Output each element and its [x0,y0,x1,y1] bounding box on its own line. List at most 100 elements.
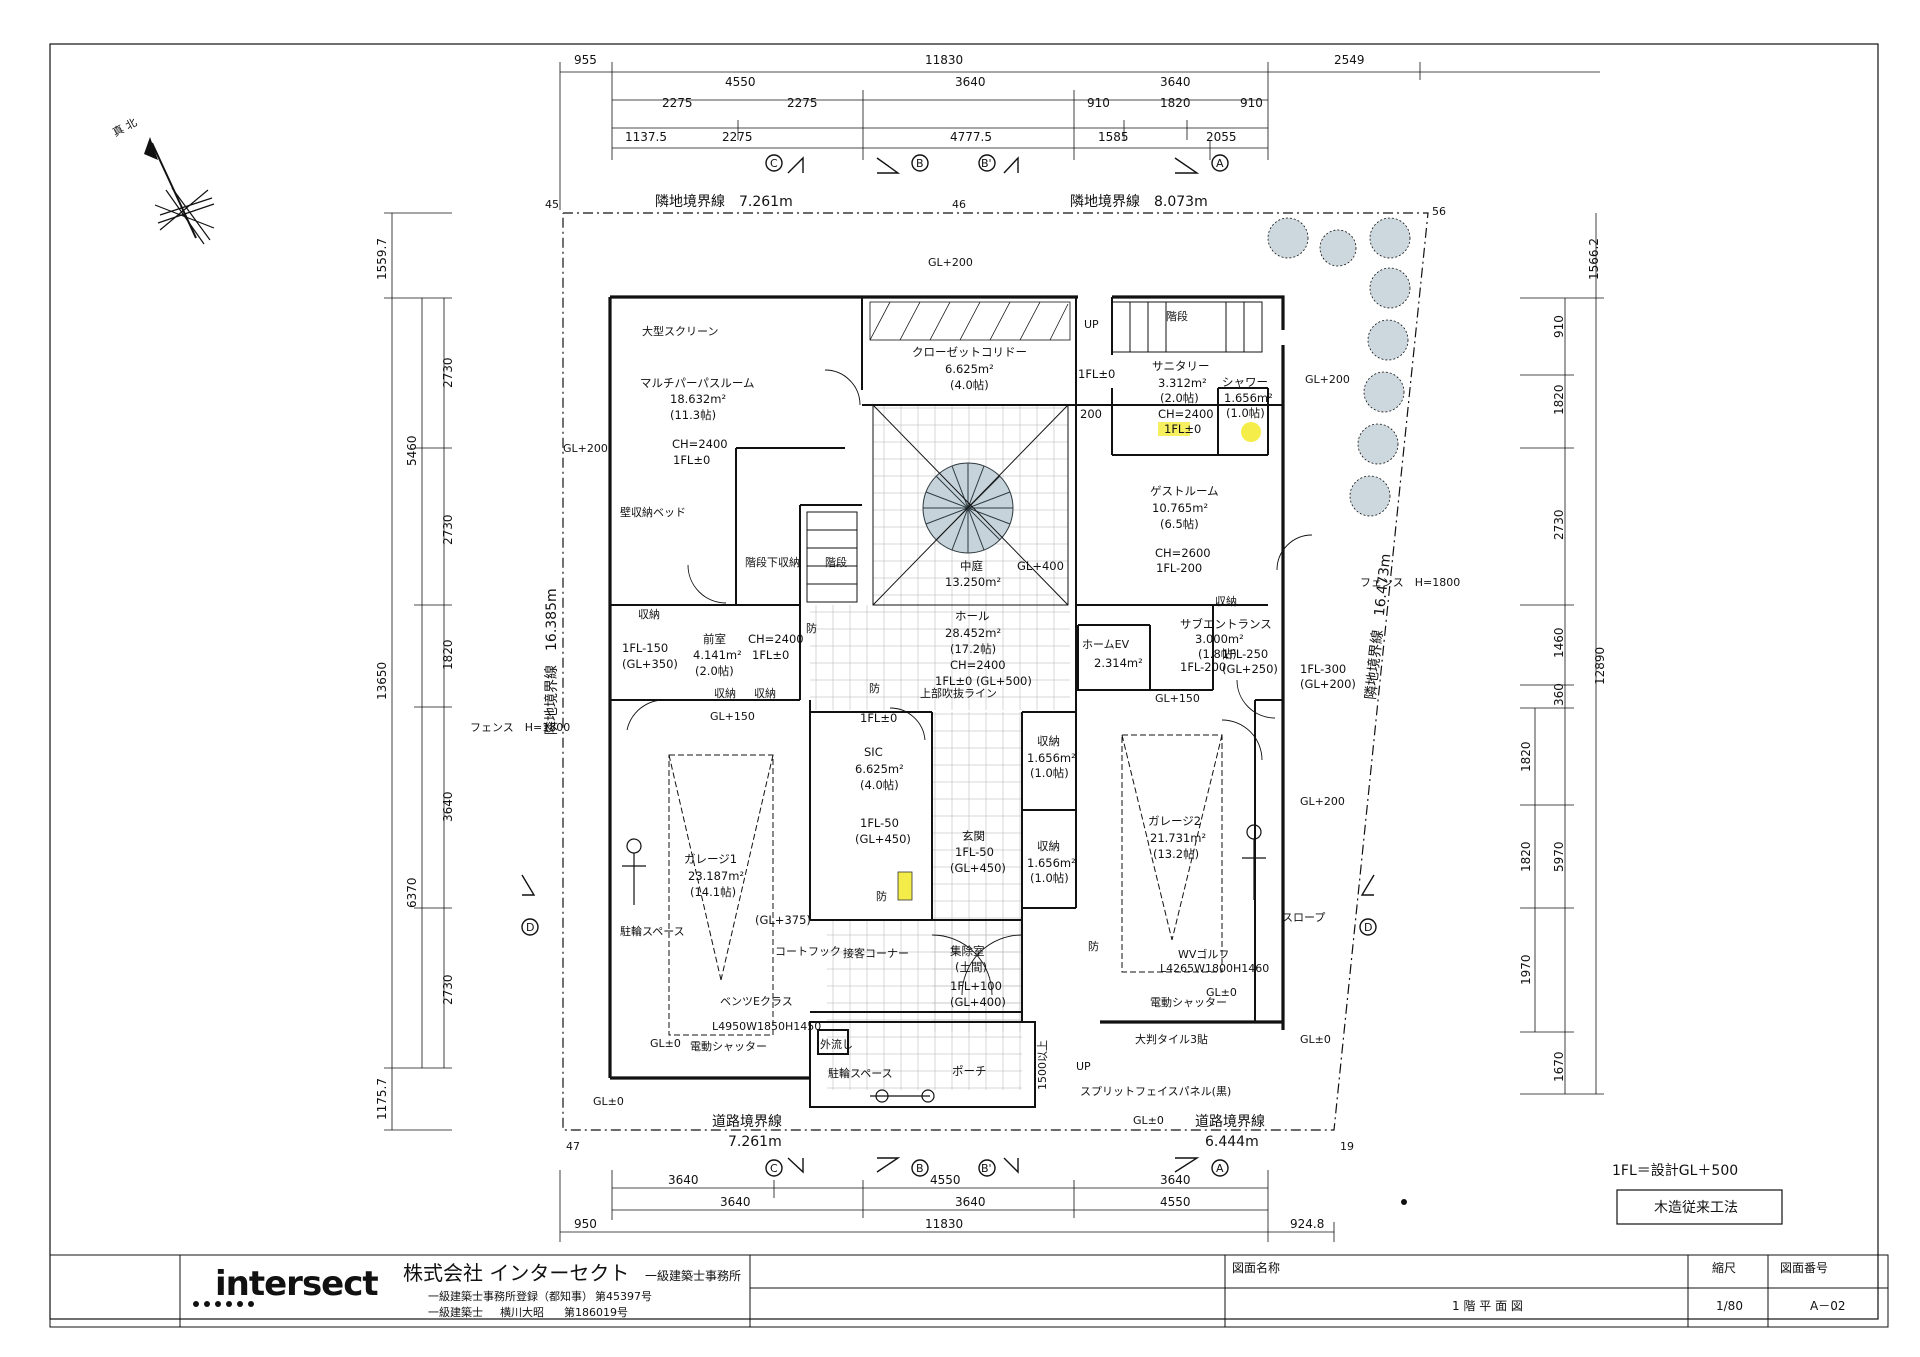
room-sanitary-tatami: (2.0帖) [1160,391,1199,405]
dim-right-inner-7: 1820 [1519,841,1533,872]
note-up-2: UP [1076,1060,1091,1073]
boundary-west: 隣地境界線 16.385m [544,588,560,735]
note-coat-hook: コートフック [775,945,841,958]
note-fl-gl250: (GL+250) [1222,662,1278,676]
dim-left-inner-5: 2730 [441,974,455,1005]
bottom-dimensions [559,1170,1335,1242]
point-19: 19 [1340,1140,1354,1153]
storage1-tatami: (1.0帖) [1030,766,1069,780]
room-guest-fl: 1FL-200 [1156,561,1202,575]
room-dirt-name: 集除室 [950,944,985,958]
dim-left-inner-1: 2730 [441,357,455,388]
note-fence-right: フェンス H=1800 [1360,576,1460,589]
section-mark-b-bottom: B [916,1162,924,1175]
section-mark-b-top: B [916,157,924,170]
boundary-south-right-title: 道路境界線 [1195,1114,1265,1130]
note-up-1: UP [1084,318,1099,331]
note-big-screen: 大型スクリーン [642,324,718,338]
room-sanitary-fl: 1FL±0 [1164,422,1201,436]
dim-left-outer-1: 1559.7 [375,238,389,280]
note-bo-2: 防 [869,681,880,695]
gl-right-top: GL+200 [1305,373,1350,386]
room-subentrance-name: サブエントランス [1180,617,1272,631]
note-fl-design: 1FL＝設計GL＋500 [1612,1163,1738,1179]
room-hall-name: ホール [955,609,990,623]
note-wash: 外流し [820,1037,853,1051]
room-garage1-name: ガレージ1 [684,852,737,866]
gl-bottom-left: GL±0 [593,1095,624,1108]
architect-no: 第186019号 [564,1305,628,1319]
logo-dots-icon [193,1301,254,1307]
note-bo-3: 防 [876,889,887,903]
room-multipurpose-name: マルチパーパスルーム [640,376,755,390]
room-courtyard-area: 13.250m² [945,575,1001,589]
note-split-face: スプリットフェイスパネル(黒) [1080,1085,1231,1098]
gl-left: GL+200 [563,442,608,455]
boundary-north-left: 隣地境界線 7.261m [655,194,793,210]
company-office: 一級建築士事務所 [645,1268,741,1283]
note-fl-m300: 1FL-300 [1300,662,1346,676]
left-dimensions [384,212,452,1131]
architect-label: 一級建築士 [428,1305,483,1319]
room-guest-name: ゲストルーム [1150,484,1219,498]
room-sanitary-ch: CH=2400 [1158,407,1214,421]
scale-value: 1/80 [1716,1299,1743,1313]
section-mark-a-bottom: A [1216,1162,1224,1175]
room-dirt-sub: (土間) [955,960,987,974]
section-marks-bottom [521,874,1377,1177]
tree-icons [1267,217,1411,517]
room-closet-tatami: (4.0帖) [950,378,989,392]
room-anteroom-fl: 1FL±0 [752,648,789,662]
note-porch-height: 1500以上 [1036,1040,1049,1090]
room-multipurpose-area: 18.632m² [670,392,726,406]
dim-bottom-1-2: 4550 [930,1173,961,1187]
room-anteroom-ch: CH=2400 [748,632,804,646]
dim-right-inner-8: 1970 [1519,954,1533,985]
dim-right-inner-2: 1820 [1552,384,1566,415]
section-mark-c-top: C [770,157,778,170]
room-anteroom-area: 4.141m² [693,648,742,662]
site-boundary [562,212,1429,1131]
note-fl-gl375: (GL+375) [755,913,811,927]
toilet-highlight [1158,422,1190,436]
room-sic-name: SIC [864,745,883,759]
dim-bottom-2-1: 3640 [720,1195,751,1209]
building-walls [608,295,1285,1080]
note-wall-bed: 壁収納ベッド [620,505,686,519]
architect-name: 横川大昭 [500,1305,544,1319]
garage-outlines [668,734,1223,1036]
room-sanitary-name: サニタリー [1152,359,1210,373]
room-garage2-name: ガレージ2 [1148,814,1201,828]
note-shutter-left: 電動シャッター [690,1039,767,1053]
dim-top-3-5: 910 [1240,96,1263,110]
stairs [806,301,1263,603]
note-car-right-size: L4265W1800H1460 [1160,962,1269,975]
note-under-stair: 階段下収納 [745,555,800,569]
section-mark-b2-bottom: B' [981,1162,992,1175]
dirt-floor-tiles [827,920,1022,1090]
title-block [49,1254,1889,1328]
room-dirt-gl: (GL+400) [950,995,1006,1009]
drawing-name-label: 図面名称 [1232,1260,1280,1275]
dim-right-inner-4: 1460 [1552,627,1566,658]
dim-right-inner-6: 1820 [1519,741,1533,772]
top-dimensions [559,62,1600,210]
point-56: 56 [1432,205,1446,218]
dim-top-3-1: 2275 [662,96,693,110]
home-ev-name: ホームEV [1082,638,1130,651]
room-anteroom-name: 前室 [703,632,726,646]
room-guest-tatami: (6.5帖) [1160,517,1199,531]
point-45: 45 [545,198,559,211]
gl-garage1: GL±0 [650,1037,681,1050]
note-bo-1: 防 [806,621,817,635]
room-subentrance-tatami: (1.8帖) [1198,647,1237,661]
note-car-left-size: L4950W1850H1450 [712,1020,821,1033]
note-bo-4: 防 [1088,939,1099,953]
gl-bottom-right: GL±0 [1133,1114,1164,1127]
section-mark-d-right: D [1364,921,1372,934]
note-stair2: 階段 [1166,309,1188,323]
dim-left-mid-2: 6370 [405,877,419,908]
note-upper-ceiling: 上部吹抜ライン [920,686,997,700]
note-fence-left: フェンス H=1800 [470,721,570,734]
